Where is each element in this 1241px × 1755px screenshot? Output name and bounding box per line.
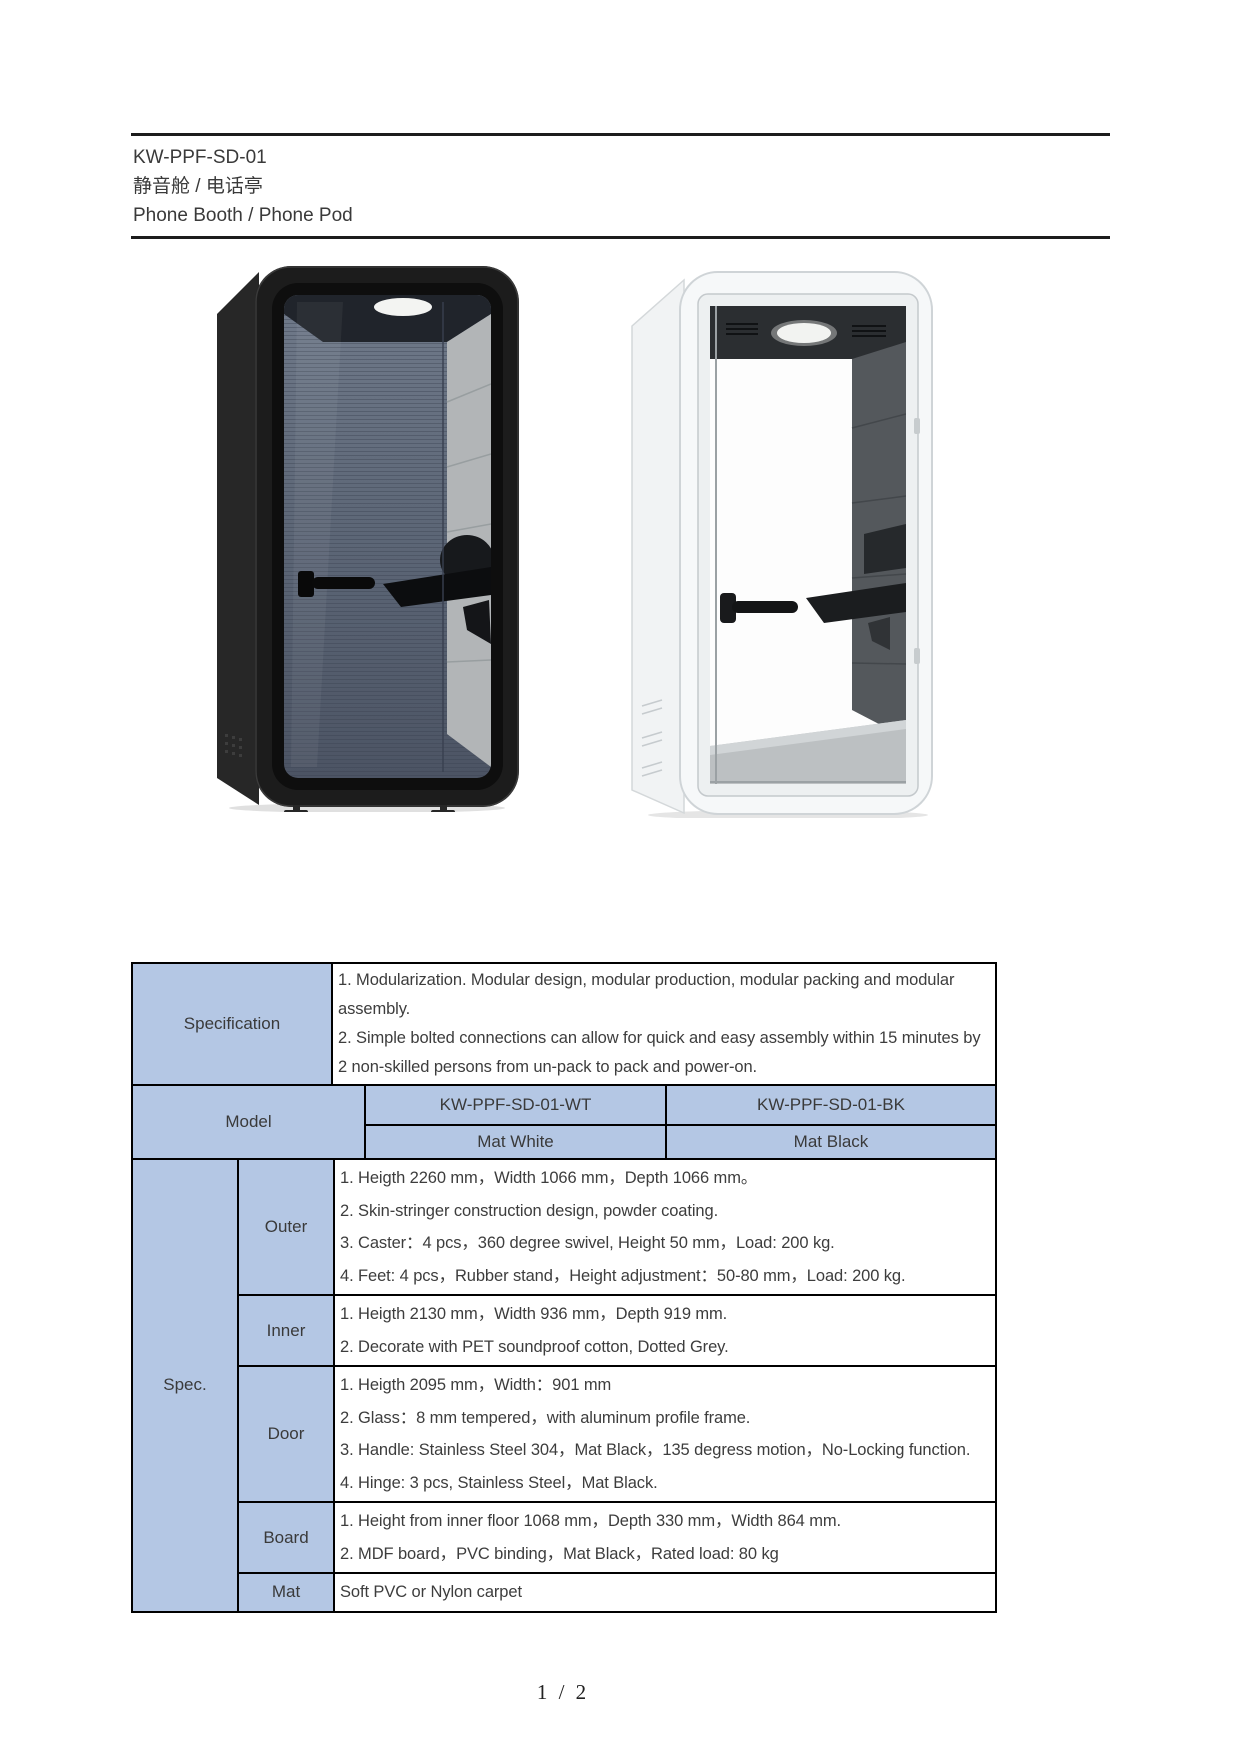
page-number: 1 / 2 [536,1680,590,1704]
board-label-cell: Board [237,1501,335,1574]
glass-reflection [291,302,343,767]
inner-label-cell: Inner [237,1294,335,1367]
model-section: Model KW-PPF-SD-01-WT KW-PPF-SD-01-BK Ma… [131,1084,997,1160]
title-chinese: 静音舱 / 电话亭 [133,176,263,197]
wall-mount-board [864,524,906,574]
mat-label-cell: Mat [237,1572,335,1613]
ceiling-light [374,298,432,316]
door-handle [732,601,798,613]
board-text-cell: 1. Height from inner floor 1068 mm，Depth… [333,1501,997,1574]
product-code: KW-PPF-SD-01 [133,147,267,168]
page-header: KW-PPF-SD-01 静音舱 / 电话亭 Phone Booth / Pho… [131,133,1110,239]
door-handle [312,577,375,589]
door-handle-mount [720,593,736,623]
outer-label-cell: Outer [237,1158,335,1296]
finish-black-cell: Mat Black [665,1124,997,1160]
white-booth-image [631,271,933,818]
specification-table: Specification 1. Modularization. Modular… [131,962,997,1613]
model-code-black-cell: KW-PPF-SD-01-BK [665,1084,997,1126]
booth-side-panel [217,272,259,805]
specification-section: Specification 1. Modularization. Modular… [131,962,997,1086]
interior-floor [710,720,906,784]
desk-shelf [383,567,491,607]
interior-ceiling [284,295,491,342]
adjustable-feet [284,805,455,812]
black-booth-image [217,266,519,812]
model-label-cell: Model [131,1084,366,1160]
ceiling-light [777,323,831,343]
model-code-white-cell: KW-PPF-SD-01-WT [364,1084,667,1126]
inner-text-cell: 1. Heigth 2130 mm，Width 936 mm，Depth 919… [333,1294,997,1367]
spec-label-cell: Spec. [131,1158,239,1613]
specification-label-cell: Specification [131,962,333,1086]
header-rule-bottom [131,236,1110,239]
booth-side-panel [631,278,685,815]
specification-text-cell: 1. Modularization. Modular design, modul… [331,962,997,1086]
mat-text-cell: Soft PVC or Nylon carpet [333,1572,997,1613]
side-vents [225,734,242,757]
outer-text-cell: 1. Heigth 2260 mm，Width 1066 mm，Depth 10… [333,1158,997,1296]
spec-section: Spec. Outer 1. Heigth 2260 mm，Width 1066… [131,1158,997,1613]
door-label-cell: Door [237,1365,335,1503]
desk-shelf [806,583,906,623]
title-english: Phone Booth / Phone Pod [133,205,353,226]
side-vents [641,699,663,777]
ceiling-vents [726,323,886,337]
finish-white-cell: Mat White [364,1124,667,1160]
door-hinges [914,418,920,664]
header-rule-top [131,133,1110,136]
door-text-cell: 1. Heigth 2095 mm，Width：901 mm 2. Glass：… [333,1365,997,1503]
door-handle-mount [298,571,314,597]
